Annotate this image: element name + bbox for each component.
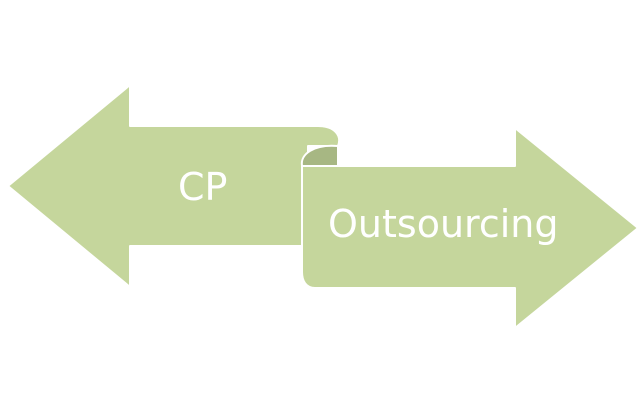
cp-label: CP (178, 165, 228, 209)
right-arrow-shape (301, 127, 639, 329)
outsourcing-label: Outsourcing (328, 202, 559, 246)
ribbon-fold-shape (300, 144, 339, 167)
left-arrow-shape (7, 84, 340, 288)
